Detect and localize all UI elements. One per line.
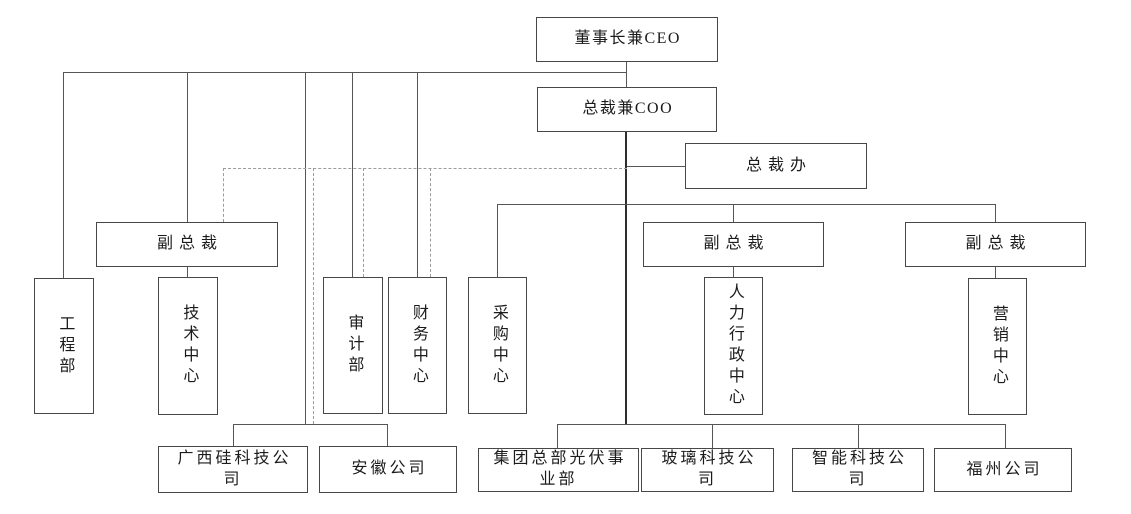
- org-node-engineering: 工程部: [34, 278, 94, 414]
- org-node-finance-center: 财务中心: [388, 277, 447, 414]
- org-node-ceo: 董事长兼CEO: [536, 17, 718, 62]
- org-node-smart-tech-label: 智能科技公 司: [811, 450, 907, 488]
- rail-left-subsidiaries: [233, 424, 388, 425]
- org-node-procurement-center: 采购中心: [468, 277, 527, 414]
- org-node-vp-right-label: 副总裁: [965, 235, 1032, 253]
- org-node-vp-left: 副总裁: [96, 222, 278, 267]
- org-node-coo-label: 总裁兼COO: [582, 100, 674, 118]
- rail-ceo-children: [63, 72, 627, 73]
- edge-coo-trunk: [625, 130, 627, 425]
- org-node-president-office-label: 总裁办: [745, 156, 812, 174]
- org-node-vp-mid-label: 副总裁: [703, 235, 770, 253]
- org-node-audit: 审计部: [323, 277, 383, 414]
- org-node-coo: 总裁兼COO: [537, 87, 717, 132]
- edge-vp-left-tech-center: [187, 265, 188, 277]
- edge-rail-vp-right: [995, 204, 996, 222]
- org-node-marketing-center-label: 营销中心: [989, 304, 1007, 389]
- org-node-engineering-label: 工程部: [56, 314, 74, 378]
- org-node-group-pv: 集团总部光伏事 业部: [478, 448, 639, 492]
- dashed-edge-finance-center: [430, 168, 431, 277]
- org-node-fuzhou: 福州公司: [934, 448, 1072, 492]
- edge-vp-mid-hr-admin: [733, 265, 734, 277]
- org-node-finance-center-label: 财务中心: [409, 303, 427, 388]
- edge-rail-smart-tech: [858, 424, 859, 448]
- org-node-tech-center: 技术中心: [158, 277, 218, 415]
- org-node-anhui-label: 安徽公司: [351, 460, 428, 478]
- edge-rail-audit: [352, 72, 353, 277]
- org-node-guangxi-silicon-label: 广西硅科技公 司: [177, 449, 292, 488]
- org-node-glass-tech-label: 玻璃科技公 司: [661, 450, 757, 488]
- rail-right-subsidiaries: [557, 424, 1006, 425]
- edge-rail-glass-tech: [712, 424, 713, 448]
- org-node-glass-tech: 玻璃科技公 司: [641, 448, 774, 492]
- org-node-president-office: 总裁办: [685, 143, 867, 189]
- org-node-fuzhou-label: 福州公司: [966, 460, 1043, 478]
- edge-rail-procurement-center: [497, 204, 498, 277]
- edge-ceo-coo: [626, 60, 627, 88]
- edge-rail-vp-left: [187, 72, 188, 222]
- edge-coo-president-office: [627, 166, 685, 167]
- org-node-vp-mid: 副总裁: [643, 222, 824, 267]
- org-node-group-pv-label: 集团总部光伏事 业部: [493, 450, 627, 488]
- edge-rail-left-subsidiaries: [305, 72, 306, 425]
- dashed-rail-president-office: [223, 168, 627, 169]
- edge-rail-guangxi: [233, 424, 234, 446]
- edge-rail-engineering: [63, 72, 64, 278]
- org-node-procurement-center-label: 采购中心: [489, 303, 507, 388]
- edge-vp-right-marketing: [995, 265, 996, 278]
- org-node-ceo-label: 董事长兼CEO: [574, 30, 681, 48]
- org-node-smart-tech: 智能科技公 司: [792, 448, 924, 492]
- dashed-edge-vp-left: [223, 168, 224, 222]
- org-node-guangxi-silicon: 广西硅科技公 司: [158, 446, 308, 493]
- edge-rail-fuzhou: [1005, 424, 1006, 448]
- org-node-vp-left-label: 副总裁: [156, 235, 223, 253]
- edge-rail-anhui: [387, 424, 388, 446]
- edge-rail-finance-center: [417, 72, 418, 277]
- org-node-tech-center-label: 技术中心: [180, 304, 198, 388]
- edge-rail-vp-mid: [733, 204, 734, 222]
- org-node-hr-admin-center: 人力行政中心: [704, 277, 763, 415]
- dashed-edge-left-subsidiaries: [313, 168, 314, 424]
- org-node-vp-right: 副总裁: [905, 222, 1086, 267]
- org-node-anhui: 安徽公司: [319, 446, 457, 493]
- rail-coo-children: [497, 204, 996, 205]
- dashed-edge-audit: [363, 168, 364, 277]
- org-node-hr-admin-center-label: 人力行政中心: [725, 283, 743, 409]
- org-node-audit-label: 审计部: [345, 314, 363, 377]
- org-node-marketing-center: 营销中心: [968, 278, 1027, 415]
- edge-rail-group-pv: [557, 424, 558, 448]
